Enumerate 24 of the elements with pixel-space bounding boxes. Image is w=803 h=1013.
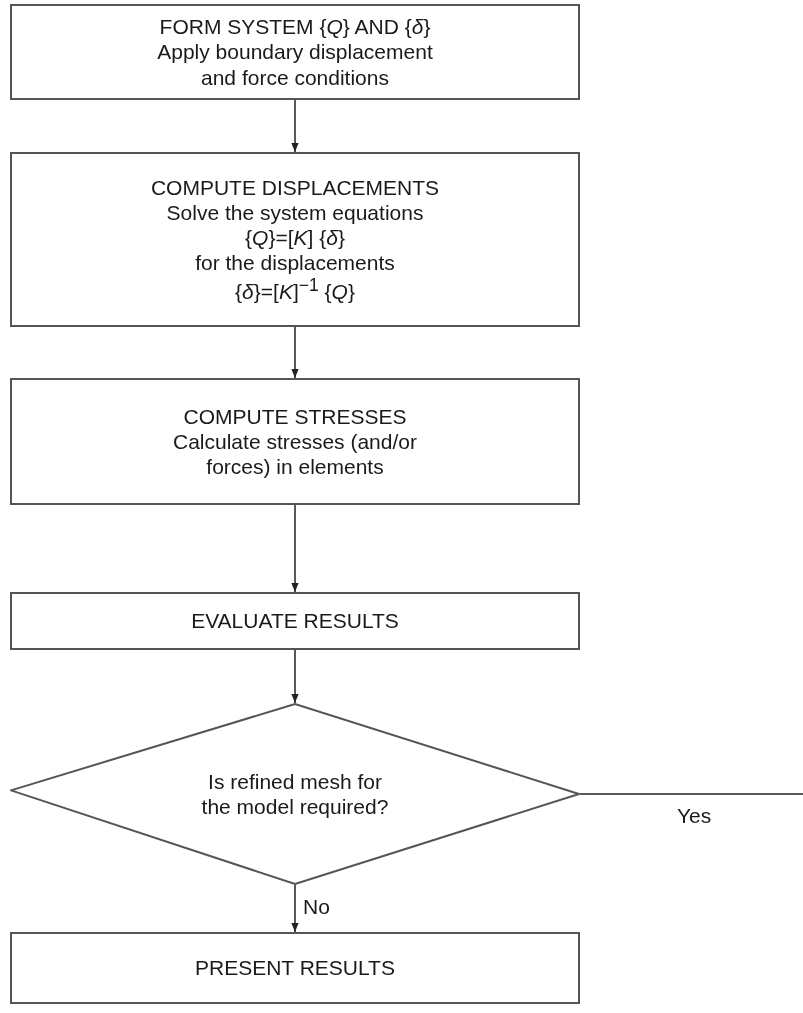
arrow — [291, 326, 299, 379]
box-heading: COMPUTE DISPLACEMENTS — [150, 174, 440, 200]
process-box — [10, 932, 580, 1004]
box-text: for the displacements — [195, 250, 395, 276]
arrow — [291, 99, 299, 153]
box-heading: FORM SYSTEM {Q} AND {δ} — [159, 14, 431, 40]
box-text: Calculate stresses (and/or forces) in elements — [172, 428, 418, 480]
box-text: EVALUATE RESULTS — [191, 608, 399, 634]
box-text: PRESENT RESULTS — [195, 955, 395, 981]
box-text: Is refined mesh for the model required? — [200, 768, 390, 820]
process-box — [10, 378, 580, 505]
arrow — [291, 504, 299, 593]
process-box — [10, 4, 580, 100]
box-text: {Q}=[K] {δ} — [245, 224, 345, 251]
arrow — [291, 884, 299, 933]
box-text: {δ}=[K]$^{−1}$ {Q} — [235, 275, 355, 305]
box-heading: COMPUTE STRESSES — [183, 403, 407, 429]
box-text: Apply boundary displacement and force conditions — [156, 39, 434, 90]
process-box — [10, 152, 580, 327]
arrow — [291, 649, 299, 704]
box-text: Solve the system equations — [166, 199, 424, 225]
decision-diamond — [10, 703, 580, 885]
process-box — [10, 592, 580, 650]
connector-line — [579, 793, 803, 795]
